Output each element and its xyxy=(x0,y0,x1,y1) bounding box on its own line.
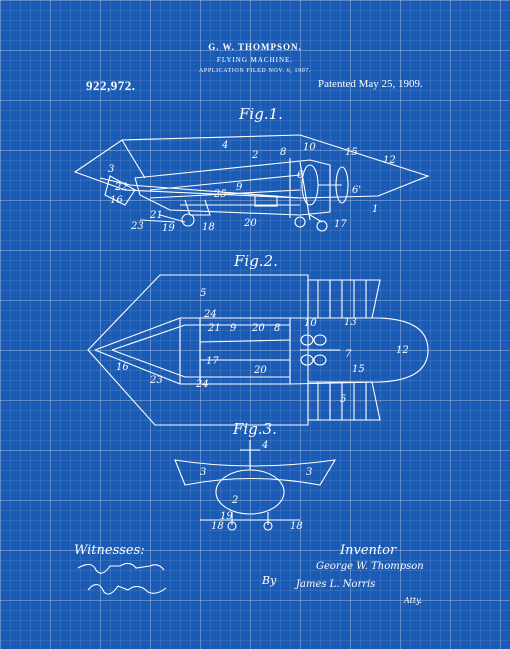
fig1-ref-4: 4 xyxy=(221,140,228,151)
fig3-ref-2: 2 xyxy=(231,495,238,506)
fig2-ref-16: 16 xyxy=(116,362,129,373)
fig2-ref-13: 13 xyxy=(344,317,357,328)
fig1-drawing xyxy=(73,134,430,232)
fig2-ref-21: 21 xyxy=(207,323,221,334)
fig2-ref-24-top: 24 xyxy=(203,309,217,320)
fig3-ref-19: 19 xyxy=(220,511,233,522)
fig1-ref-18: 18 xyxy=(202,222,215,233)
fig1-ref-21: 21 xyxy=(149,210,163,221)
attorney-signature: James L. Norris xyxy=(296,579,376,590)
fig1-refs: 4 2 8 10 15 12 3 22 25 9 6 6' 16 21 23 1… xyxy=(108,140,396,234)
fig1-ref-6: 6 xyxy=(297,170,304,181)
fig2-ref-24-bottom: 24 xyxy=(195,379,209,390)
inventor-signature: George W. Thompson xyxy=(316,561,424,572)
fig2-ref-7: 7 xyxy=(345,349,352,360)
fig1-ref-8: 8 xyxy=(280,147,286,158)
fig2-ref-5-bottom: 5 xyxy=(340,394,346,405)
fig2-ref-15: 15 xyxy=(352,364,365,375)
fig1-ref-2: 2 xyxy=(251,150,258,161)
fig3-ref-3-left: 3 xyxy=(200,467,206,478)
fig3-refs: 4 3 3 2 19 18 18 xyxy=(200,440,312,532)
fig1-ref-1-2: 1 xyxy=(372,204,378,215)
fig1-label: Fig.1. xyxy=(239,105,283,123)
fig3-ref-18-right: 18 xyxy=(290,521,303,532)
fig3-ref-4: 4 xyxy=(261,440,268,451)
fig2-ref-20-bottom: 20 xyxy=(253,365,267,376)
fig1-ref-12: 12 xyxy=(383,155,396,166)
fig1-ref-16: 16 xyxy=(110,195,123,206)
fig1-ref-9: 9 xyxy=(236,182,243,193)
fig3-ref-18-left: 18 xyxy=(211,521,224,532)
fig2-ref-8: 8 xyxy=(274,323,280,334)
fig1-ref-20: 20 xyxy=(243,218,257,229)
inventor-label: Inventor xyxy=(340,543,397,558)
by-label: By xyxy=(262,574,277,587)
witness-signatures xyxy=(77,562,167,595)
fig2-label: Fig.2. xyxy=(234,252,278,270)
inventor-name: G. W. THOMPSON. xyxy=(208,42,302,52)
patent-number: 922,972. xyxy=(86,78,136,93)
fig2-ref-17: 17 xyxy=(206,356,219,367)
application-filed: APPLICATION FILED NOV. 6, 1907. xyxy=(199,68,311,74)
fig1-ref-25: 25 xyxy=(213,189,227,200)
fig1-ref-19: 19 xyxy=(162,223,175,234)
patent-date: Patented May 25, 1909. xyxy=(318,78,423,90)
fig2-ref-23: 23 xyxy=(149,375,163,386)
fig1-ref-23: 23 xyxy=(130,221,144,232)
patent-title: FLYING MACHINE. xyxy=(216,56,294,64)
fig2-ref-9: 9 xyxy=(230,323,237,334)
fig1-ref-10: 10 xyxy=(303,142,316,153)
fig3-drawing xyxy=(174,440,337,531)
fig2-ref-12: 12 xyxy=(396,345,409,356)
atty-label: Atty. xyxy=(404,596,423,605)
fig1-ref-3: 3 xyxy=(108,164,114,175)
fig3-ref-3-right: 3 xyxy=(306,467,312,478)
fig1-ref-6-prime: 6' xyxy=(352,185,361,196)
fig2-ref-5-top: 5 xyxy=(200,288,206,299)
fig2-drawing xyxy=(87,274,429,426)
fig2-refs: 5 24 21 9 20 8 10 13 7 12 16 23 24 17 20… xyxy=(116,288,409,405)
fig1-ref-17: 17 xyxy=(334,219,347,230)
fig1-ref-22: 22 xyxy=(114,182,128,193)
fig2-ref-20-top: 20 xyxy=(251,323,265,334)
fig2-ref-10: 10 xyxy=(304,318,317,329)
fig1-ref-15: 15 xyxy=(345,147,358,158)
witnesses-label: Witnesses: xyxy=(74,543,145,558)
